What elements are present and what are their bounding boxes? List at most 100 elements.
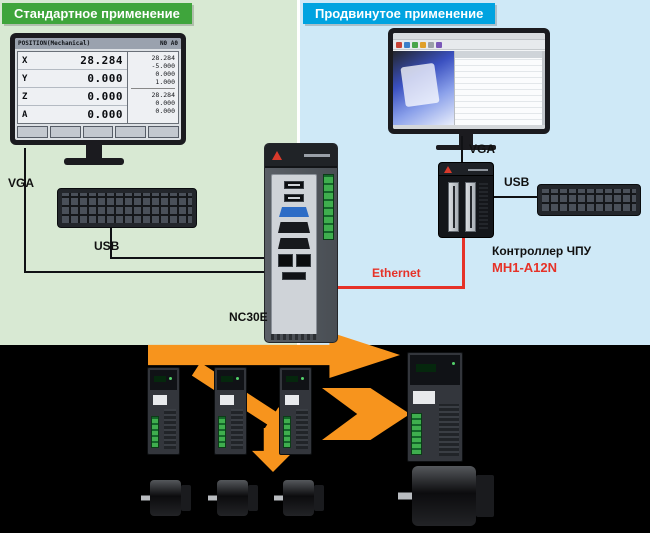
- cnc-axes-column: X 28.284 Y 0.000 Z 0.000 A 0.000: [18, 52, 128, 123]
- heatsink-fins: [271, 334, 317, 340]
- cnc-softkey: [17, 126, 48, 138]
- axis-value: 0.000: [87, 90, 123, 103]
- controller-caption-model: MH1-A12N: [492, 260, 558, 275]
- aux-value: 0.000: [155, 70, 175, 78]
- motor-body: [217, 480, 248, 516]
- drive-display: [416, 364, 436, 372]
- cnc-axis-row: X 28.284: [18, 52, 127, 70]
- motor-encoder-cap: [181, 485, 191, 511]
- app-statusbar: [393, 125, 545, 129]
- monitor-stand: [459, 134, 473, 145]
- model-strip: [304, 154, 330, 157]
- cnc-softkey: [82, 126, 114, 138]
- usb-cable-left: [110, 257, 266, 259]
- keyboard: [57, 188, 197, 228]
- toolbar-icon: [428, 41, 434, 48]
- usb-cable-left: [110, 228, 112, 259]
- drive-display-section: [217, 370, 244, 390]
- cad-viewport: [393, 51, 455, 125]
- usb-port: [284, 194, 304, 202]
- cnc-softkey: [115, 126, 147, 138]
- motor-shaft: [398, 492, 412, 500]
- model-strip: [468, 169, 488, 171]
- drive-terminal-block: [283, 416, 291, 448]
- cnc-axis-row: A 0.000: [18, 106, 127, 123]
- ethernet-cable: [462, 238, 465, 289]
- aux-value: 0.000: [155, 107, 175, 115]
- keyboard: [537, 184, 641, 216]
- motor-shaft: [274, 495, 283, 501]
- servo-drive: [147, 367, 180, 455]
- axis-value: 0.000: [87, 108, 123, 121]
- axis-letter: A: [22, 109, 28, 120]
- aux-value: 1.000: [155, 78, 175, 86]
- drive-display-section: [410, 355, 460, 385]
- ethernet-ports: [277, 254, 311, 267]
- vent-grille: [479, 183, 488, 229]
- ethernet-cable: [338, 286, 465, 289]
- servo-motor-large: [398, 466, 494, 526]
- delta-logo-icon: [272, 151, 282, 160]
- drive-terminal-block: [411, 413, 422, 455]
- cnc-softkey: [49, 126, 81, 138]
- status-led: [452, 362, 455, 365]
- heatsink-fins: [439, 404, 459, 456]
- cnc-monitor: POSITION(Mechanical) N0 A0 X 28.284 Y 0.…: [10, 33, 186, 145]
- cnc-softkey-row: [17, 126, 179, 138]
- motor-encoder-cap: [248, 485, 258, 511]
- heatsink-fins: [231, 409, 243, 449]
- vga-label-right: VGA: [469, 142, 496, 156]
- io-port: [282, 272, 306, 280]
- toolbar-icon: [396, 41, 402, 48]
- vga-label-left: VGA: [8, 176, 35, 190]
- servo-drive: [279, 367, 312, 455]
- cad-model-shape: [400, 62, 440, 108]
- motor-body: [283, 480, 314, 516]
- list-header: [455, 51, 545, 58]
- cnc-screen-header: POSITION(Mechanical) N0 A0: [15, 38, 181, 49]
- vga-cable-right: [461, 136, 463, 163]
- app-toolbar: [393, 40, 545, 50]
- aux-value: 28.284: [151, 91, 175, 99]
- expansion-slot: [448, 182, 459, 232]
- usb-label-left: USB: [94, 239, 120, 253]
- aux-value: -5.000: [151, 62, 175, 70]
- nc30e-label: NC30E: [229, 310, 268, 324]
- usb-label-right: USB: [504, 175, 530, 189]
- aux-value: 0.000: [155, 99, 175, 107]
- servo-drive: [214, 367, 247, 455]
- axis-value: 28.284: [80, 54, 123, 67]
- pc-monitor: [388, 28, 550, 134]
- servo-drive-large: [407, 352, 463, 462]
- motor-encoder-cap: [314, 485, 324, 511]
- drive-label-plate: [285, 395, 299, 405]
- status-led: [169, 377, 172, 380]
- expansion-slot: [465, 182, 476, 232]
- serial-port: [278, 238, 310, 249]
- monitor-stand: [64, 158, 124, 165]
- aux-value: 28.284: [151, 54, 175, 62]
- servo-motor: [141, 480, 191, 516]
- cnc-axis-row: Y 0.000: [18, 70, 127, 88]
- axis-letter: Z: [22, 91, 28, 102]
- cnc-display-screen: POSITION(Mechanical) N0 A0 X 28.284 Y 0.…: [15, 38, 181, 140]
- motor-shaft: [208, 495, 217, 501]
- toolbar-icon: [412, 41, 418, 48]
- terminal-block: [323, 174, 334, 240]
- drive-display: [221, 376, 233, 382]
- servo-motor: [208, 480, 258, 516]
- axis-value: 0.000: [87, 72, 123, 85]
- drive-terminal-block: [218, 416, 226, 448]
- serial-port: [278, 222, 310, 233]
- keyboard-keys: [542, 189, 636, 211]
- monitor-stand: [86, 145, 102, 158]
- motor-body: [150, 480, 181, 516]
- drive-label-plate: [220, 395, 234, 405]
- toolbar-icon: [436, 41, 442, 48]
- drive-display-section: [282, 370, 309, 390]
- mh1-cnc-controller: [438, 162, 494, 238]
- vga-cable-left: [24, 148, 26, 273]
- cnc-coordinate-table: X 28.284 Y 0.000 Z 0.000 A 0.000: [17, 51, 179, 124]
- usb-cable-right: [494, 196, 538, 198]
- cnc-softkey: [148, 126, 179, 138]
